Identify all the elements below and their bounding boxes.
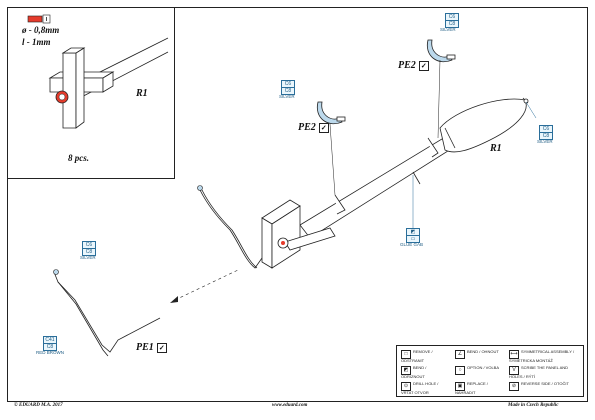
clamp-upper bbox=[426, 39, 453, 63]
color-callout-label: SILVER bbox=[279, 94, 295, 99]
length-spec: l - 1mm bbox=[22, 37, 51, 47]
legend-item: ⊙DRILL HOLE / VRTAT OTVOR bbox=[401, 381, 439, 395]
pe1-label: PE1✓ bbox=[136, 342, 167, 353]
fin-block-drawing bbox=[48, 37, 169, 129]
inset-part-label: R1 bbox=[136, 88, 148, 99]
clamp-lower bbox=[316, 101, 343, 125]
rocket-warhead bbox=[439, 98, 527, 153]
legend-item: ⟷SYMMETRICAL ASSEMBLY / SYMETRICKA MONTÁ… bbox=[509, 349, 575, 363]
color-callout-label: RED BROWN bbox=[36, 350, 64, 355]
footer-origin: Made in Czech Republic bbox=[508, 403, 559, 408]
legend-item: □REMOVE / ODSTRANIT bbox=[401, 349, 433, 363]
legend-item: ▣REPLACE / NAHRADIT bbox=[455, 381, 488, 395]
reverse-side-icon: ⊘ bbox=[509, 382, 519, 391]
legend-item: ◩BEND / ODRIZNOUT bbox=[401, 365, 427, 379]
fin-horizontal bbox=[284, 227, 336, 251]
bend-icon: ∠ bbox=[455, 350, 465, 359]
pe2-upper-label: PE2✓ bbox=[398, 60, 429, 71]
color-callout-label: SILVER bbox=[440, 27, 456, 32]
footer-copyright: © EDUARD M.A. 2017 bbox=[14, 403, 63, 408]
footer-website: www.eduard.com bbox=[272, 403, 308, 408]
r1-label: R1 bbox=[490, 143, 502, 154]
check-icon: ✓ bbox=[318, 122, 329, 133]
color-callout-label: SILVER bbox=[80, 255, 96, 260]
fin-vertical bbox=[261, 217, 273, 269]
option-icon: ○ bbox=[455, 366, 465, 375]
sheet-border bbox=[7, 7, 588, 402]
drill-bit-icon bbox=[27, 15, 43, 23]
check-icon: ✓ bbox=[156, 342, 167, 353]
diameter-spec: ø - 0,8mm bbox=[22, 25, 60, 35]
assembly-arrow bbox=[174, 269, 239, 301]
check-icon: ✓ bbox=[418, 60, 429, 71]
legend-item: ⊘REVERSE SIDE / OTOČIT bbox=[509, 381, 581, 391]
piece-count: 8 pcs. bbox=[68, 153, 89, 163]
legend-box: □REMOVE / ODSTRANIT ∠BEND / OHNOUT ⟷SYMM… bbox=[396, 345, 584, 397]
pe1-cable bbox=[53, 189, 263, 357]
legend-item: ○OPTION / VOLBA bbox=[455, 365, 505, 375]
legend-item: ∠BEND / OHNOUT bbox=[455, 349, 505, 359]
pe2-lower-label: PE2✓ bbox=[298, 122, 329, 133]
inset-drawing bbox=[27, 14, 169, 129]
glue-callout: ◩▭ bbox=[406, 228, 420, 243]
detail-inset: ø - 0,8mm l - 1mm R1 bbox=[7, 7, 175, 179]
glue-label: GLUE GAB bbox=[400, 242, 424, 247]
color-callout-label: SILVER bbox=[537, 139, 553, 144]
